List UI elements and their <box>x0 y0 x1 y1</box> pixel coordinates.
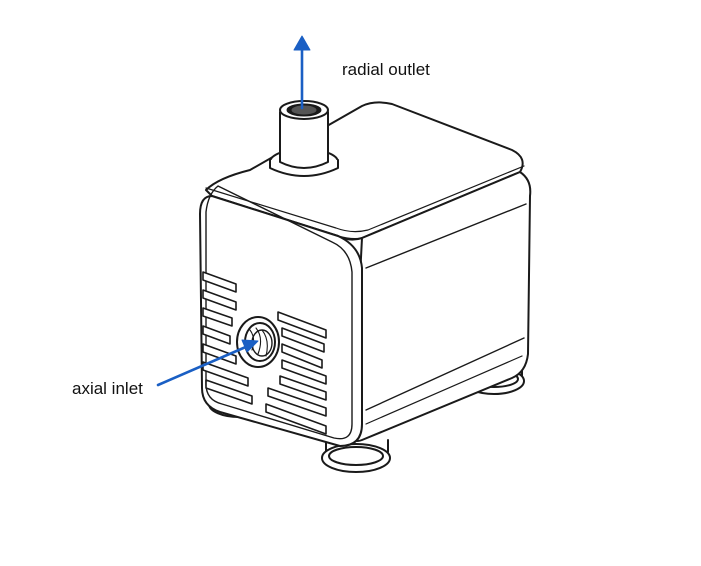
foot-front <box>321 439 391 473</box>
inlet-port <box>236 316 280 368</box>
seam-bottom <box>365 337 525 411</box>
outlet-arrow-icon <box>293 35 311 110</box>
top-face <box>205 101 524 241</box>
outlet-nozzle <box>269 100 339 177</box>
vent-slots <box>202 271 327 435</box>
seam-top <box>365 203 527 269</box>
axial-inlet-label: axial inlet <box>72 379 143 398</box>
inlet-arrow-icon <box>156 339 259 387</box>
radial-outlet-label: radial outlet <box>342 60 430 79</box>
